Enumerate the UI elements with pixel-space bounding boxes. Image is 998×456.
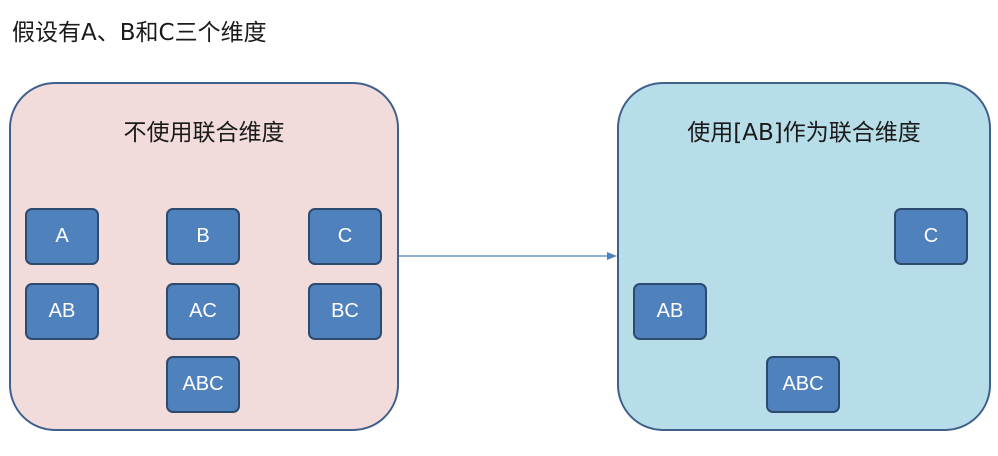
node-a: A	[25, 208, 99, 265]
arrow-head-icon	[607, 252, 617, 260]
node-ac: AC	[166, 283, 240, 340]
node-bc: BC	[308, 283, 382, 340]
joint-node-ab: AB	[633, 283, 707, 340]
joint-node-abc: ABC	[766, 356, 840, 413]
node-b: B	[166, 208, 240, 265]
joint-node-c: C	[894, 208, 968, 265]
left-panel-title: 不使用联合维度	[123, 120, 285, 146]
node-abc: ABC	[166, 356, 240, 413]
right-panel-title: 使用[AB]作为联合维度	[687, 120, 921, 146]
node-ab: AB	[25, 283, 99, 340]
node-c: C	[308, 208, 382, 265]
diagram-heading: 假设有A、B和C三个维度	[12, 20, 267, 46]
